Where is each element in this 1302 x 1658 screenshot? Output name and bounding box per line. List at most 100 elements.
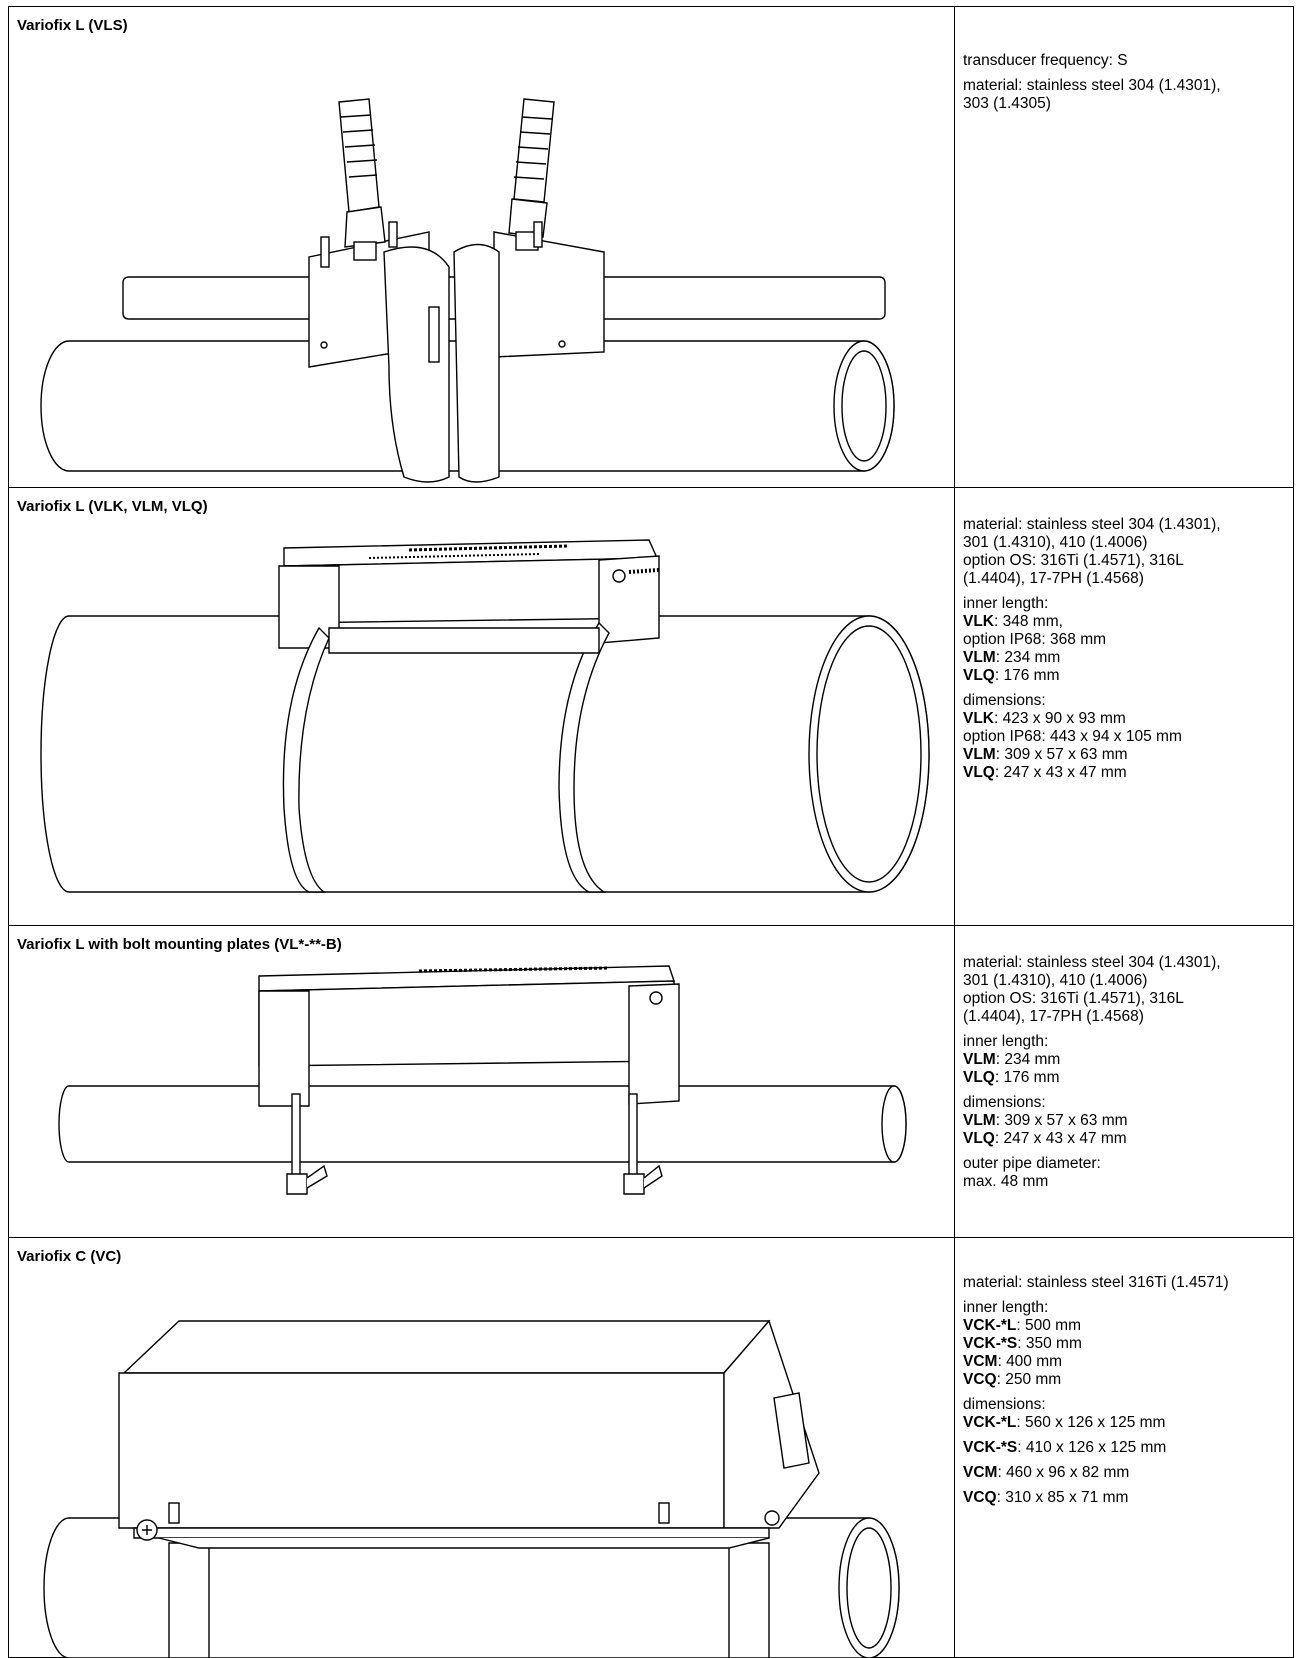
spec-text: 301 (1.4310), 410 (1.4006) (963, 534, 1148, 551)
spec-text: : 400 mm (997, 1353, 1063, 1370)
model-code: VLQ (963, 667, 995, 684)
spec-text: option OS: 316Ti (1.4571), 316L (963, 552, 1184, 569)
spec-paragraph: outer pipe diameter:max. 48 mm (963, 1155, 1287, 1191)
spec-text: option IP68: 443 x 94 x 105 mm (963, 728, 1182, 745)
spec-list: material: stainless steel 304 (1.4301),3… (963, 954, 1287, 1198)
spec-text: outer pipe diameter: (963, 1155, 1101, 1172)
spec-text: material: stainless steel 316Ti (1.4571) (963, 1274, 1229, 1291)
section-title: Variofix L with bolt mounting plates (VL… (17, 936, 342, 953)
spec-line: VLQ: 247 x 43 x 47 mm (963, 1130, 1287, 1148)
spec-paragraph: inner length:VLK: 348 mm,option IP68: 36… (963, 595, 1287, 685)
model-code: VCM (963, 1464, 998, 1481)
spec-line: VLQ: 247 x 43 x 47 mm (963, 764, 1287, 782)
spec-line: VCK-*S: 350 mm (963, 1335, 1287, 1353)
model-code: VLM (963, 746, 996, 763)
spec-text: : 176 mm (994, 1069, 1060, 1086)
spec-line: VLQ: 176 mm (963, 667, 1287, 685)
model-code: VCM (963, 1353, 998, 1370)
spec-text: inner length: (963, 1299, 1049, 1316)
spec-line: VCM: 400 mm (963, 1353, 1287, 1371)
figure-cell: Variofix C (VC) (9, 1238, 955, 1658)
spec-cell: material: stainless steel 316Ti (1.4571)… (955, 1238, 1293, 1657)
spec-text: dimensions: (963, 692, 1046, 709)
model-code: VLQ (963, 764, 995, 781)
variofix-c-drawing (43, 1319, 900, 1658)
variofix-l-vlk-drawing (40, 539, 930, 893)
spec-list: material: stainless steel 316Ti (1.4571)… (963, 1274, 1287, 1514)
spec-text: material: stainless steel 304 (1.4301), (963, 954, 1221, 971)
spec-line: VCK-*L: 560 x 126 x 125 mm (963, 1414, 1287, 1432)
spec-text: material: stainless steel 304 (1.4301), (963, 77, 1221, 94)
spec-line: VCQ: 250 mm (963, 1371, 1287, 1389)
spec-line: dimensions: (963, 1396, 1287, 1414)
spec-paragraph: dimensions:VCK-*L: 560 x 126 x 125 mm (963, 1396, 1287, 1432)
spec-text: : 309 x 57 x 63 mm (995, 746, 1128, 763)
spec-text: dimensions: (963, 1094, 1046, 1111)
spec-line: inner length: (963, 1033, 1287, 1051)
section-row: Variofix L (VLS) (8, 6, 1294, 488)
spec-text: transducer frequency: S (963, 52, 1128, 69)
spec-line: outer pipe diameter: (963, 1155, 1287, 1173)
spec-line: VCM: 460 x 96 x 82 mm (963, 1464, 1287, 1482)
spec-text: : 234 mm (995, 649, 1061, 666)
section-row: Variofix L (VLK, VLM, VLQ) (8, 488, 1294, 926)
spec-text: 301 (1.4310), 410 (1.4006) (963, 972, 1148, 989)
spec-line: 301 (1.4310), 410 (1.4006) (963, 534, 1287, 552)
figure-cell: Variofix L (VLK, VLM, VLQ) (9, 488, 955, 925)
spec-text: : 309 x 57 x 63 mm (995, 1112, 1128, 1129)
spec-text: option IP68: 368 mm (963, 631, 1107, 648)
spec-text: material: stainless steel 304 (1.4301), (963, 516, 1221, 533)
variofix-l-bolt-drawing (58, 965, 907, 1195)
spec-line: dimensions: (963, 692, 1287, 710)
spec-text: : 560 x 126 x 125 mm (1016, 1414, 1166, 1431)
spec-list: transducer frequency: S material: stainle… (963, 52, 1287, 120)
spec-line: max. 48 mm (963, 1173, 1287, 1191)
spec-line: VLM: 309 x 57 x 63 mm (963, 1112, 1287, 1130)
spec-line: VLK: 348 mm, (963, 613, 1287, 631)
spec-cell: transducer frequency: S material: stainle… (955, 7, 1293, 487)
model-code: VCK-*S (963, 1335, 1018, 1352)
spec-paragraph: VCM: 460 x 96 x 82 mm (963, 1464, 1287, 1482)
spec-text: max. 48 mm (963, 1173, 1049, 1190)
spec-text: (1.4404), 17-7PH (1.4568) (963, 570, 1144, 587)
model-code: VCK-*L (963, 1317, 1017, 1334)
spec-paragraph: VCQ: 310 x 85 x 71 mm (963, 1489, 1287, 1507)
model-code: VLQ (963, 1069, 995, 1086)
spec-line: inner length: (963, 1299, 1287, 1317)
spec-text: : 310 x 85 x 71 mm (996, 1489, 1129, 1506)
spec-text: : 500 mm (1016, 1317, 1081, 1334)
model-code: VLK (963, 613, 994, 630)
spec-line: option OS: 316Ti (1.4571), 316L (963, 990, 1287, 1008)
spec-line: (1.4404), 17-7PH (1.4568) (963, 1008, 1287, 1026)
spec-text: inner length: (963, 1033, 1049, 1050)
spec-line: 301 (1.4310), 410 (1.4006) (963, 972, 1287, 990)
spec-text: : 348 mm, (994, 613, 1063, 630)
model-code: VCK-*L (963, 1414, 1017, 1431)
spec-paragraph: material: stainless steel 316Ti (1.4571) (963, 1274, 1287, 1292)
section-row: Variofix C (VC) (8, 1238, 1294, 1658)
spec-text: : 250 mm (996, 1371, 1062, 1388)
spec-line: option IP68: 443 x 94 x 105 mm (963, 728, 1287, 746)
spec-paragraph: transducer frequency: S (963, 52, 1287, 70)
spec-text: inner length: (963, 595, 1049, 612)
spec-line: option OS: 316Ti (1.4571), 316L (963, 552, 1287, 570)
spec-line: material: stainless steel 316Ti (1.4571) (963, 1274, 1287, 1292)
model-code: VCQ (963, 1489, 997, 1506)
spec-text: (1.4404), 17-7PH (1.4568) (963, 1008, 1144, 1025)
spec-line: VCQ: 310 x 85 x 71 mm (963, 1489, 1287, 1507)
spec-line: VCK-*S: 410 x 126 x 125 mm (963, 1439, 1287, 1457)
section-title: Variofix L (VLK, VLM, VLQ) (17, 498, 208, 515)
spec-text: 303 (1.4305) (963, 95, 1051, 112)
spec-text: : 247 x 43 x 47 mm (994, 1130, 1127, 1147)
model-code: VLQ (963, 1130, 995, 1147)
spec-list: material: stainless steel 304 (1.4301),3… (963, 516, 1287, 789)
spec-text: : 350 mm (1017, 1335, 1082, 1352)
model-code: VCK-*S (963, 1439, 1018, 1456)
spec-line: material: stainless steel 304 (1.4301), (963, 77, 1287, 95)
spec-line: VLM: 234 mm (963, 1051, 1287, 1069)
spec-cell: material: stainless steel 304 (1.4301),3… (955, 488, 1293, 925)
spec-line: VCK-*L: 500 mm (963, 1317, 1287, 1335)
